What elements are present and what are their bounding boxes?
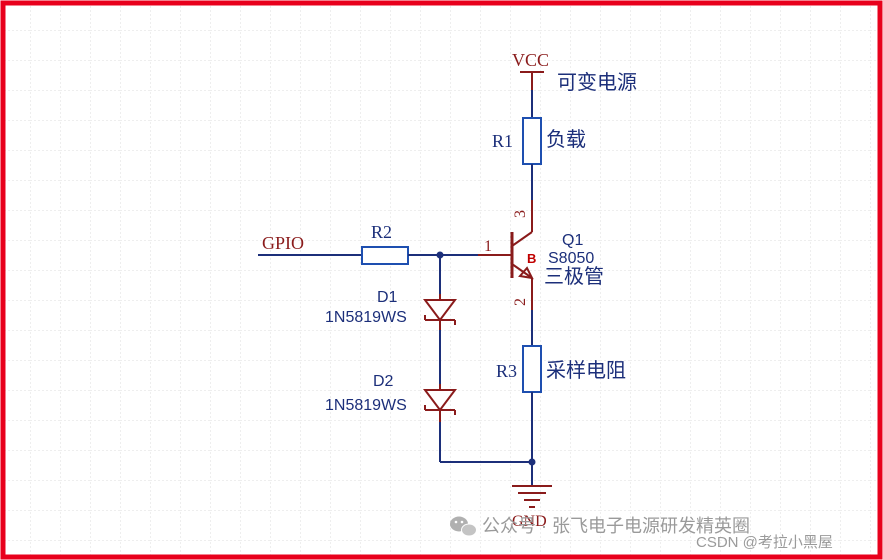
vcc-symbol <box>520 71 544 90</box>
q1-transistor <box>478 200 534 310</box>
background-grid <box>4 4 879 556</box>
vcc-note: 可变电源 <box>557 71 637 94</box>
watermark-text: 公众号 · 张飞电子电源研发精英圈 <box>482 516 750 536</box>
d1-diode <box>423 294 457 330</box>
q1-emitter-pin: 2 <box>512 298 529 306</box>
junction-ground <box>528 458 536 466</box>
q1-part: S8050 <box>548 250 594 267</box>
d1-part: 1N5819WS <box>325 309 407 326</box>
gpio-label: GPIO <box>262 233 304 253</box>
r3-note: 采样电阻 <box>546 359 626 382</box>
r2-resistor <box>361 246 409 265</box>
r1-note: 负载 <box>546 128 586 151</box>
csdn-watermark: CSDN @考拉小黑屋 <box>696 534 833 551</box>
r3-resistor <box>522 345 542 393</box>
r3-label: R3 <box>496 361 517 381</box>
q1-note: 三极管 <box>544 265 604 288</box>
vcc-label: VCC <box>512 50 549 70</box>
gnd-label: GND <box>512 513 547 530</box>
d2-diode <box>423 384 457 422</box>
d2-label: D2 <box>373 373 394 390</box>
wechat-icon <box>450 516 477 537</box>
r1-label: R1 <box>492 131 513 151</box>
d1-label: D1 <box>377 289 398 306</box>
q1-label: Q1 <box>562 232 583 249</box>
r2-label: R2 <box>371 222 392 242</box>
q1-collector-pin: 3 <box>512 210 529 218</box>
gnd-symbol <box>512 485 552 508</box>
q1-base-pin: 1 <box>484 238 492 255</box>
r1-resistor <box>522 117 542 165</box>
q1-marker: B <box>527 251 536 266</box>
d2-part: 1N5819WS <box>325 397 407 414</box>
